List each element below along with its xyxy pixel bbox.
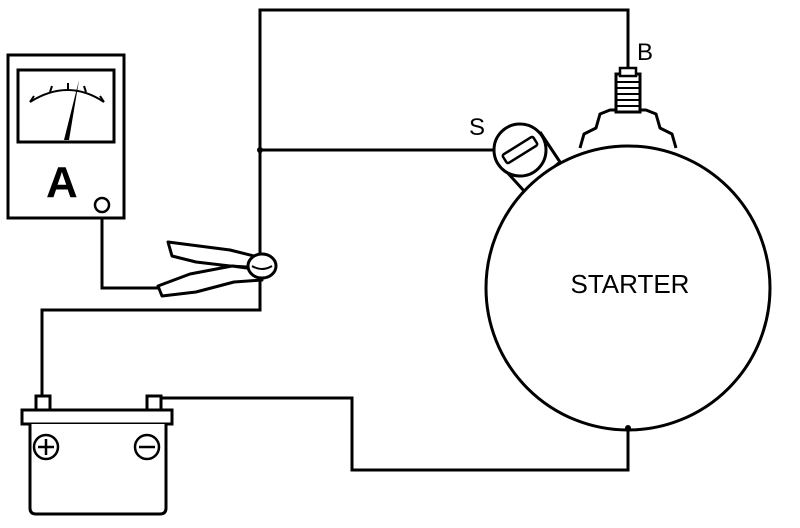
ammeter-dial-window bbox=[16, 68, 116, 144]
clamp-pivot bbox=[246, 252, 278, 280]
ammeter: A bbox=[6, 53, 126, 220]
terminal-b-label: B bbox=[637, 39, 653, 66]
wire-ammeter-to-clamp bbox=[100, 212, 160, 290]
ammeter-tick bbox=[99, 95, 105, 103]
wire-junction-dot bbox=[257, 147, 263, 153]
clamp-lower-jaw bbox=[156, 264, 264, 298]
ammeter-scale-arc bbox=[29, 89, 105, 103]
ammeter-needle bbox=[64, 80, 79, 140]
wires bbox=[40, 8, 630, 472]
ammeter-tick bbox=[49, 85, 53, 93]
b-terminal-bracket bbox=[578, 108, 678, 149]
b-terminal-cap bbox=[618, 66, 638, 78]
starter-label: STARTER bbox=[571, 269, 690, 299]
starter-motor: STARTER bbox=[484, 66, 772, 432]
ammeter-tick bbox=[83, 85, 87, 93]
wire-clamp-to-battery-positive bbox=[40, 276, 262, 398]
ground-connection-dot bbox=[625, 425, 631, 431]
wire-battery-negative-to-ground bbox=[153, 396, 630, 472]
battery-positive-symbol bbox=[32, 433, 60, 461]
battery bbox=[20, 394, 174, 516]
solenoid-slot bbox=[501, 135, 539, 165]
ammeter-label: A bbox=[46, 158, 78, 207]
alligator-clamp bbox=[156, 240, 278, 298]
ammeter-tick bbox=[29, 95, 35, 103]
battery-case bbox=[28, 424, 168, 516]
battery-negative-symbol bbox=[133, 433, 161, 461]
ammeter-terminal bbox=[93, 196, 111, 214]
wire-to-b-terminal bbox=[258, 8, 630, 150]
battery-lid bbox=[20, 408, 174, 426]
clamp-pivot-hole bbox=[251, 265, 273, 270]
b-terminal-threads bbox=[616, 81, 640, 107]
terminal-s-label: S bbox=[469, 114, 485, 141]
